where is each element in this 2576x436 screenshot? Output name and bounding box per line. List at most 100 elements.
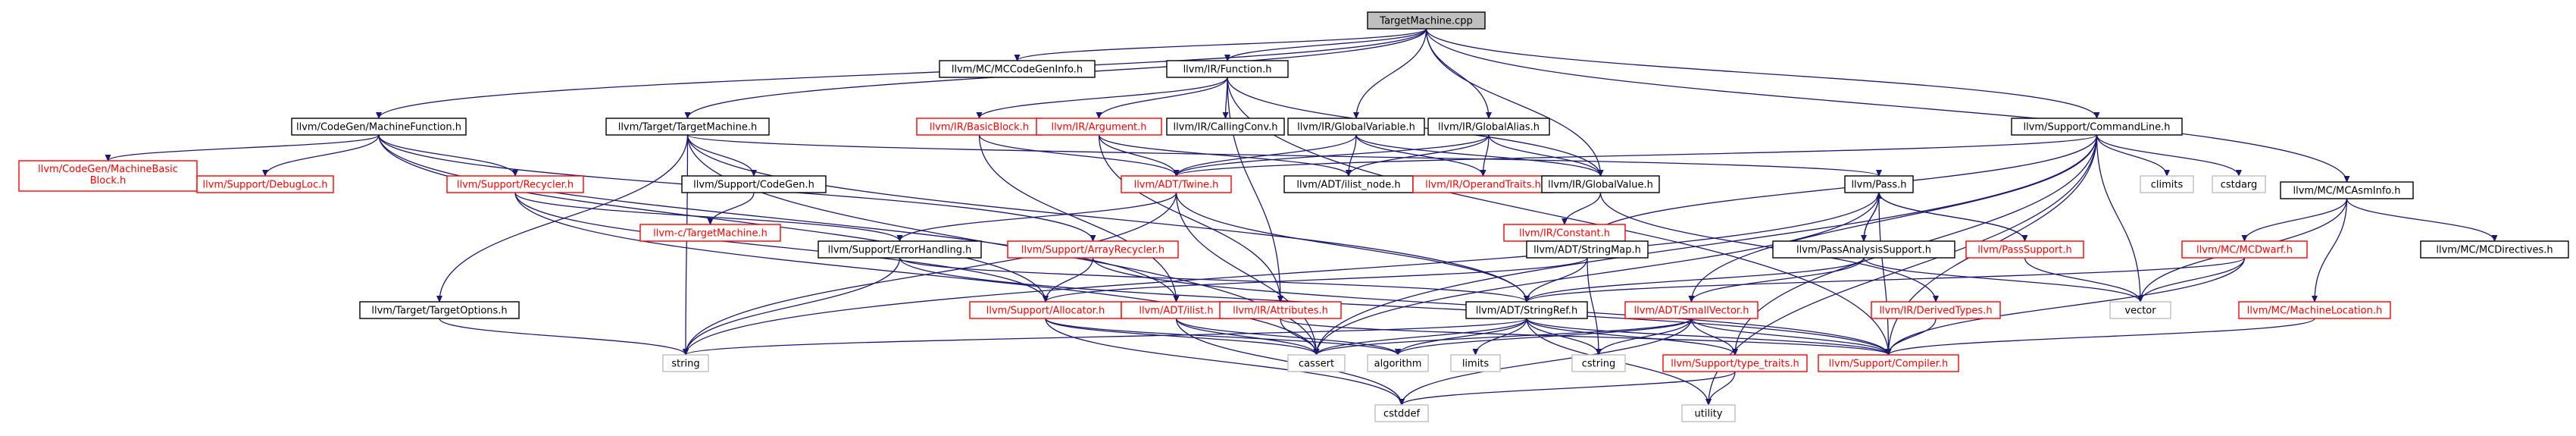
edge-layer: [105, 28, 2498, 406]
node-mcasm-label: llvm/MC/MCAsmInfo.h: [2293, 186, 2400, 197]
edge-func-to-bb: [976, 77, 1228, 119]
node-climits-box: [2140, 175, 2194, 193]
node-mf-label: llvm/CodeGen/MachineFunction.h: [296, 122, 461, 133]
node-mcdwarf[interactable]: llvm/MC/MCDwarf.h: [2181, 240, 2308, 259]
edge-strref-to-string: [683, 318, 1527, 356]
edge-recycler-to-alloc: [514, 192, 1049, 303]
edge-arg-to-ilistnode: [1098, 134, 1352, 177]
edge-tm-to-pass: [686, 134, 1882, 177]
node-galias-label: llvm/IR/GlobalAlias.h: [1438, 122, 1540, 133]
node-errh[interactable]: llvm/Support/ErrorHandling.h: [818, 240, 982, 259]
node-bb[interactable]: llvm/IR/BasicBlock.h: [916, 118, 1043, 136]
edge-codegen-to-ctm: [707, 192, 755, 225]
node-mccgi[interactable]: llvm/MC/MCCodeGenInfo.h: [939, 60, 1096, 78]
node-arg[interactable]: llvm/IR/Argument.h: [1036, 118, 1162, 136]
edge-twine-to-string: [683, 192, 1177, 356]
node-cassert-label: cassert: [1299, 359, 1334, 370]
node-dbgloc[interactable]: llvm/Support/DebugLoc.h: [196, 175, 334, 193]
node-mcasm[interactable]: llvm/MC/MCAsmInfo.h: [2280, 181, 2414, 199]
node-twine-box: [1121, 175, 1232, 193]
node-vector-label: vector: [2124, 306, 2156, 317]
node-utility: utility: [1681, 404, 1736, 422]
node-errh-box: [818, 240, 982, 259]
node-mcloc[interactable]: llvm/MC/MachineLocation.h: [2238, 301, 2391, 319]
node-alloc[interactable]: llvm/Support/Allocator.h: [969, 301, 1122, 319]
node-codegen-label: llvm/Support/CodeGen.h: [693, 180, 814, 191]
node-cstring-label: cstring: [1582, 359, 1615, 370]
edge-gvar-to-gvalue: [1355, 134, 1604, 177]
node-strref[interactable]: llvm/ADT/StringRef.h: [1465, 301, 1588, 319]
node-tm-label: llvm/Target/TargetMachine.h: [618, 122, 758, 133]
node-pas[interactable]: llvm/PassAnalysisSupport.h: [1772, 240, 1955, 259]
edge-errh-to-strref: [899, 257, 1530, 303]
node-passsup[interactable]: llvm/PassSupport.h: [1965, 240, 2084, 259]
edge-func-to-attrs: [1227, 77, 1283, 303]
node-attrs[interactable]: llvm/IR/Attributes.h: [1219, 301, 1342, 319]
node-cstdarg-box: [2212, 175, 2266, 193]
edge-tm-to-cassert: [686, 134, 1320, 356]
node-dertypes[interactable]: llvm/IR/DerivedTypes.h: [1871, 301, 2001, 319]
node-constant[interactable]: llvm/IR/Constant.h: [1503, 224, 1626, 242]
edge-galias-to-gvalue: [1488, 134, 1604, 177]
edge-strmap-to-strref: [1524, 257, 1588, 303]
edge-pas-to-smallvec: [1688, 257, 1865, 303]
node-arecycler[interactable]: llvm/Support/ArrayRecycler.h: [1007, 240, 1179, 259]
node-pas-label: llvm/PassAnalysisSupport.h: [1796, 245, 1931, 256]
node-ilist[interactable]: llvm/ADT/ilist.h: [1121, 301, 1232, 319]
edge-root-to-gvalue: [1425, 28, 1604, 177]
node-compiler-box: [1818, 354, 1959, 372]
node-gvar[interactable]: llvm/IR/GlobalVariable.h: [1287, 118, 1425, 136]
edge-twine-to-errh: [896, 192, 1177, 242]
edge-galias-to-optraits: [1480, 134, 1490, 177]
node-dbgloc-label: llvm/Support/DebugLoc.h: [203, 180, 328, 191]
node-strmap[interactable]: llvm/ADT/StringMap.h: [1526, 240, 1649, 259]
node-mcasm-box: [2280, 181, 2414, 199]
edge-pas-to-vector: [1863, 257, 2143, 303]
node-mbb-box: [18, 160, 198, 192]
node-ilistnode[interactable]: llvm/ADT/ilist_node.h: [1283, 175, 1414, 193]
node-gvalue-label: llvm/IR/GlobalValue.h: [1548, 180, 1653, 191]
node-strmap-label: llvm/ADT/StringMap.h: [1533, 245, 1641, 256]
node-mcloc-box: [2238, 301, 2391, 319]
node-vector-box: [2109, 301, 2171, 319]
node-cstring: cstring: [1571, 354, 1626, 372]
node-dbgloc-box: [196, 175, 334, 193]
node-compiler[interactable]: llvm/Support/Compiler.h: [1818, 354, 1959, 372]
edge-arecycler-to-alloc: [1043, 257, 1094, 303]
node-cstdarg-label: cstdarg: [2221, 180, 2258, 191]
node-galias[interactable]: llvm/IR/GlobalAlias.h: [1427, 118, 1550, 136]
node-root[interactable]: TargetMachine.cpp: [1367, 11, 1486, 30]
node-recycler-label: llvm/Support/Recycler.h: [457, 180, 574, 191]
node-tgtopt[interactable]: llvm/Target/TargetOptions.h: [359, 301, 520, 319]
node-ctm-box: [639, 224, 781, 242]
node-codegen[interactable]: llvm/Support/CodeGen.h: [681, 175, 827, 193]
node-ctm[interactable]: llvm-c/TargetMachine.h: [639, 224, 781, 242]
node-compiler-label: llvm/Support/Compiler.h: [1829, 359, 1948, 370]
edge-galias-to-ilistnode: [1346, 134, 1490, 177]
node-func[interactable]: llvm/IR/Function.h: [1166, 60, 1289, 78]
node-optraits[interactable]: llvm/IR/OperandTraits.h: [1412, 175, 1554, 193]
node-cc[interactable]: llvm/IR/CallingConv.h: [1166, 118, 1285, 136]
node-algorithm-box: [1367, 354, 1429, 372]
node-strref-label: llvm/ADT/StringRef.h: [1476, 306, 1577, 317]
node-mcdir[interactable]: llvm/MC/MCDirectives.h: [2420, 240, 2569, 259]
node-cmdline[interactable]: llvm/Support/CommandLine.h: [2011, 118, 2183, 136]
node-arecycler-box: [1007, 240, 1179, 259]
node-smallvec[interactable]: llvm/ADT/SmallVector.h: [1624, 301, 1758, 319]
node-gvalue[interactable]: llvm/IR/GlobalValue.h: [1541, 175, 1660, 193]
node-mf[interactable]: llvm/CodeGen/MachineFunction.h: [291, 118, 467, 136]
edge-mf-to-mbb: [105, 134, 380, 162]
node-root-label: TargetMachine.cpp: [1379, 16, 1472, 27]
node-recycler[interactable]: llvm/Support/Recycler.h: [446, 175, 584, 193]
edge-bb-to-twine: [978, 134, 1180, 177]
node-pass[interactable]: llvm/Pass.h: [1844, 175, 1914, 193]
edge-pass-to-string: [683, 192, 1880, 356]
node-gvalue-box: [1541, 175, 1660, 193]
node-tm[interactable]: llvm/Target/TargetMachine.h: [605, 118, 770, 136]
node-func-box: [1166, 60, 1289, 78]
node-typetraits[interactable]: llvm/Support/type_traits.h: [1662, 354, 1808, 372]
node-typetraits-label: llvm/Support/type_traits.h: [1671, 359, 1799, 370]
node-mcdir-label: llvm/MC/MCDirectives.h: [2436, 245, 2553, 256]
node-twine[interactable]: llvm/ADT/Twine.h: [1121, 175, 1232, 193]
